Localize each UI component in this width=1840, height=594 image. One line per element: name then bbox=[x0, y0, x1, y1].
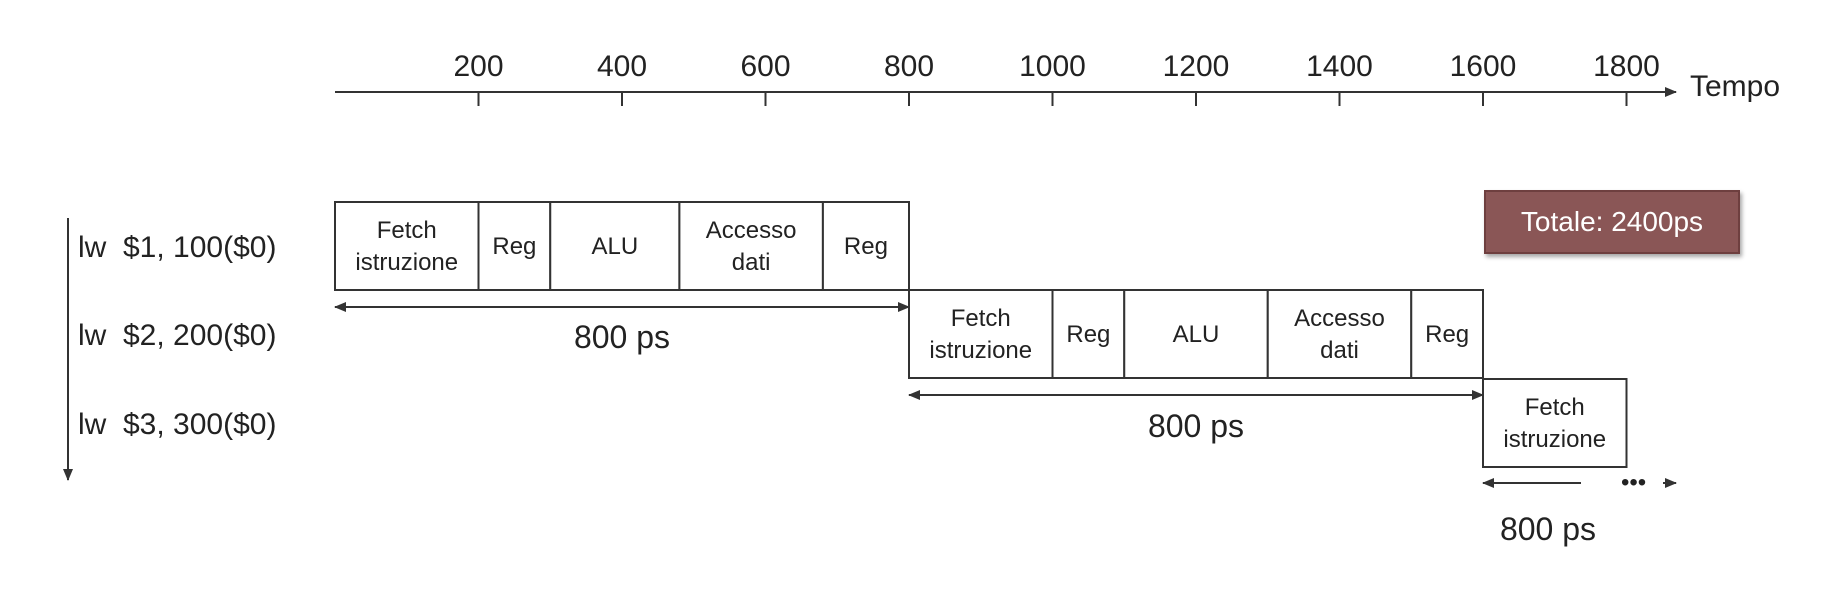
axis-tick-label: 1000 bbox=[1019, 50, 1086, 83]
stage-label: Reg bbox=[1066, 321, 1110, 348]
stage-label: istruzione bbox=[1503, 426, 1606, 453]
total-time-badge: Totale: 2400ps bbox=[1484, 190, 1740, 254]
duration-label: 800 ps bbox=[1500, 511, 1596, 547]
axis-tick-label: 200 bbox=[453, 50, 503, 83]
stage-label: dati bbox=[732, 249, 771, 276]
axis-tick-label: 1800 bbox=[1593, 50, 1660, 83]
stage-label: Reg bbox=[844, 233, 888, 260]
stage-label: ALU bbox=[1173, 321, 1220, 348]
instruction-row: lw $1, 100($0) Fetch istruzione Reg ALU Acces… bbox=[78, 201, 911, 355]
axis-tick-label: 1200 bbox=[1163, 50, 1230, 83]
axis-tick-label: 1600 bbox=[1450, 50, 1517, 83]
stage-box bbox=[678, 201, 824, 291]
stage-label: istruzione bbox=[929, 337, 1032, 364]
stage-label: Accesso bbox=[1294, 305, 1385, 332]
stage-box bbox=[1482, 378, 1628, 468]
stage-box bbox=[1123, 289, 1269, 379]
instruction-label: lw $1, 100($0) bbox=[78, 231, 276, 264]
stage-box bbox=[908, 289, 1054, 379]
axis-tick-label: 1400 bbox=[1306, 50, 1373, 83]
continuation-dots: ••• bbox=[1621, 469, 1646, 496]
stage-label: Fetch bbox=[377, 217, 437, 244]
duration-label: 800 ps bbox=[1148, 408, 1244, 444]
instruction-label: lw $3, 300($0) bbox=[78, 408, 276, 441]
axis-tick-label: 600 bbox=[740, 50, 790, 83]
duration-label: 800 ps bbox=[574, 319, 670, 355]
stage-label: istruzione bbox=[355, 249, 458, 276]
stage-box bbox=[334, 201, 480, 291]
stage-label: Reg bbox=[492, 233, 536, 260]
stage-label: Fetch bbox=[951, 305, 1011, 332]
stage-label: Fetch bbox=[1525, 394, 1585, 421]
instruction-row: lw $2, 200($0) Fetch istruzione Reg ALU Acces… bbox=[78, 289, 1484, 444]
stage-box bbox=[549, 201, 681, 291]
stage-box bbox=[1410, 289, 1484, 379]
stage-box bbox=[821, 201, 911, 291]
axis-title: Tempo bbox=[1690, 70, 1780, 103]
stage-label: dati bbox=[1320, 337, 1359, 364]
stage-box bbox=[477, 201, 552, 291]
instruction-label: lw $2, 200($0) bbox=[78, 319, 276, 352]
stage-label: Reg bbox=[1425, 321, 1469, 348]
stage-box bbox=[1266, 289, 1413, 379]
stage-label: Accesso bbox=[706, 217, 797, 244]
stage-label: ALU bbox=[591, 233, 638, 260]
axis-tick-label: 800 bbox=[884, 50, 934, 83]
axis-tick-label: 400 bbox=[597, 50, 647, 83]
instruction-row: lw $3, 300($0) Fetch istruzione ••• 800 ps bbox=[78, 378, 1677, 547]
